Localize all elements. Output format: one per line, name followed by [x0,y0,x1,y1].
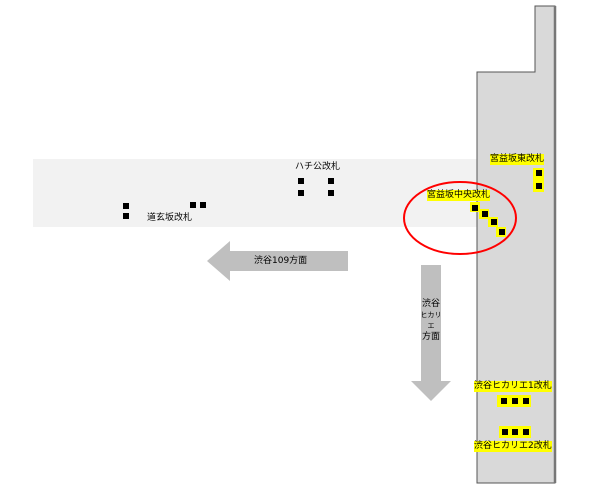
shibuya109-direction-label: 渋谷109方面 [254,256,308,266]
dogenzaka-gate-label: 道玄坂改札 [147,213,193,223]
hikarie-direction-line1: 渋谷 [421,299,440,309]
hikarie-direction-line3: 方面 [421,332,440,342]
concourse [33,159,477,227]
shibuya109-arrow [207,241,348,281]
miyamasuzaka-chuo-gate-label: 宮益坂中央改札 [427,190,491,201]
hikarie1-gate-label: 渋谷ヒカリエ1改札 [474,381,552,392]
hikarie-arrow [411,265,451,401]
miyamasuzaka-chuo-gates [470,202,506,237]
miyamasuzaka-higashi-gates [533,168,544,192]
hachiko-gate-label: ハチ公改札 [295,162,341,172]
hikarie-direction-label: 渋谷 ヒカリエ 方面 [419,299,443,343]
gate-markers [123,178,334,219]
hikarie2-gates [499,426,531,438]
miyamasuzaka-higashi-gate-label: 宮益坂東改札 [490,154,545,165]
hikarie2-gate-label: 渋谷ヒカリエ2改札 [474,441,552,452]
hikarie1-gates [497,395,531,407]
platform-building [476,5,556,484]
hikarie-direction-line2: ヒカリエ [420,311,442,330]
highlight-circle [403,181,517,255]
